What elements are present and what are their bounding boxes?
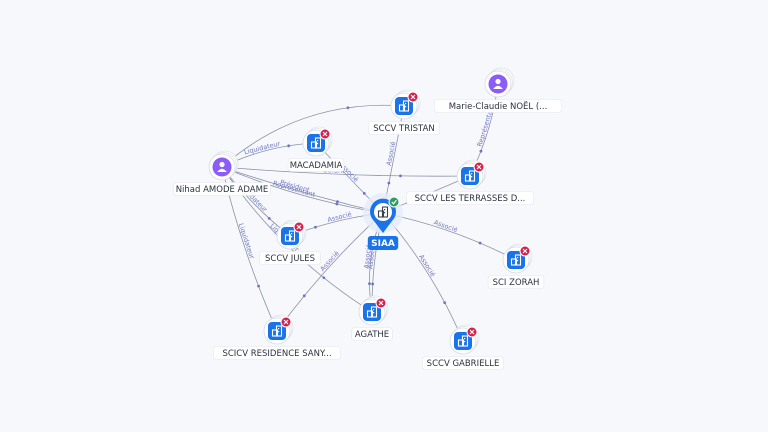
edge-arrow [368,282,371,286]
edge-arrow [287,144,291,148]
building-icon [271,325,283,337]
edge-arrow [387,181,391,185]
closed-badge [375,297,387,309]
edge-label: Associé [366,244,377,269]
closed-badge [519,245,531,257]
cross-icon [476,164,482,170]
closed-badge [466,326,478,338]
node-label: SCCV LES TERRASSES D... [415,194,526,204]
edge-label: Associé [362,244,373,269]
node-label-bg [368,121,440,135]
edge-line [221,104,405,168]
person-icon [493,78,503,89]
person-icon [217,161,227,172]
edge-nihad-jules: Liquidateur [221,166,291,237]
check-icon [391,199,397,205]
edge-arrow [399,174,402,178]
closed-badge [319,128,331,140]
edge-arrow [314,225,317,229]
edge-arrow [302,294,306,298]
edge-nihad-tristan [221,104,405,168]
node-label-bg [213,346,341,360]
building-icon [510,254,522,266]
active-badge [388,196,400,208]
cross-icon [378,300,384,306]
node-label: Marie-Claudie NOËL (... [449,101,548,112]
node-label-bg [367,236,399,250]
cross-icon [469,329,475,335]
node-label: SCICV RESIDENCE SANY... [222,349,331,359]
edge-line [382,212,517,261]
edge-label: Associé [433,218,459,234]
nodes-layer: SCCV TRISTAN Marie-Claudie NOËL (... MACAD… [173,67,562,370]
closed-badge [293,221,305,233]
node-tristan[interactable]: SCCV TRISTAN [368,89,440,135]
node-label-bg [173,182,271,196]
node-zorah[interactable]: SCI ZORAH [487,243,545,289]
edge-arrow [335,202,339,206]
closed-badge [407,91,419,103]
edge-arrow [443,301,447,304]
node-agathe[interactable]: AGATHE [351,295,393,341]
cross-icon [296,224,302,230]
node-label: MACADAMIA [290,161,343,171]
edge-label: Liquidateur [237,222,256,260]
node-label: Nihad AMODE ADAME [176,185,269,195]
node-label-bg [259,251,321,265]
node-sanyon[interactable]: SCICV RESIDENCE SANY... [213,314,341,360]
cross-icon [410,94,416,100]
node-label-bg [351,327,393,341]
edge-arrow [478,241,482,245]
edge-label: Liquidateur [243,140,281,157]
node-label: SCCV TRISTAN [373,124,435,134]
building-icon [366,306,378,318]
edge-label: Associé [327,210,353,224]
edge-arrow [267,216,271,220]
edge-arrow [346,106,350,110]
building-icon [464,170,476,182]
edge-label: Associé [319,249,341,273]
edge-siaa-zorah: Associé [382,212,517,261]
edge-arrow [257,284,260,288]
node-jules[interactable]: SCCV JULES [259,219,321,265]
node-siaa[interactable]: SIAA [363,193,403,250]
node-terrasses[interactable]: SCCV LES TERRASSES D... [406,159,534,205]
building-icon [284,230,296,242]
edge-arrow [336,200,339,204]
node-gabrielle[interactable]: SCCV GABRIELLE [421,324,504,370]
node-label: AGATHE [355,330,389,340]
node-label: SCI ZORAH [493,278,540,288]
node-label-bg [487,275,545,289]
building-icon [310,137,322,149]
node-label: SCCV GABRIELLE [427,359,500,369]
cross-icon [283,319,289,325]
node-nihad[interactable]: Nihad AMODE ADAME [173,150,271,196]
node-label-bg [406,191,534,205]
edge-label: Associé [417,253,437,278]
node-label: SCCV JULES [265,254,315,264]
node-label-bg [434,99,562,113]
edge-label: Associé [385,141,398,167]
closed-badge [473,161,485,173]
node-marie[interactable]: Marie-Claudie NOËL (... [434,67,562,113]
edge-arrow [479,149,483,153]
closed-badge [280,316,292,328]
edge-arrow [362,192,366,195]
node-label-bg [421,356,504,370]
node-label: SIAA [371,239,395,249]
cross-icon [322,131,328,137]
edge-arrow [322,276,326,280]
building-icon [457,335,469,347]
node-macadamia[interactable]: MACADAMIA [287,126,345,172]
cross-icon [522,248,528,254]
edge-arrow [371,282,375,286]
building-icon [377,206,389,218]
node-label-bg [287,158,345,172]
building-icon [398,100,410,112]
